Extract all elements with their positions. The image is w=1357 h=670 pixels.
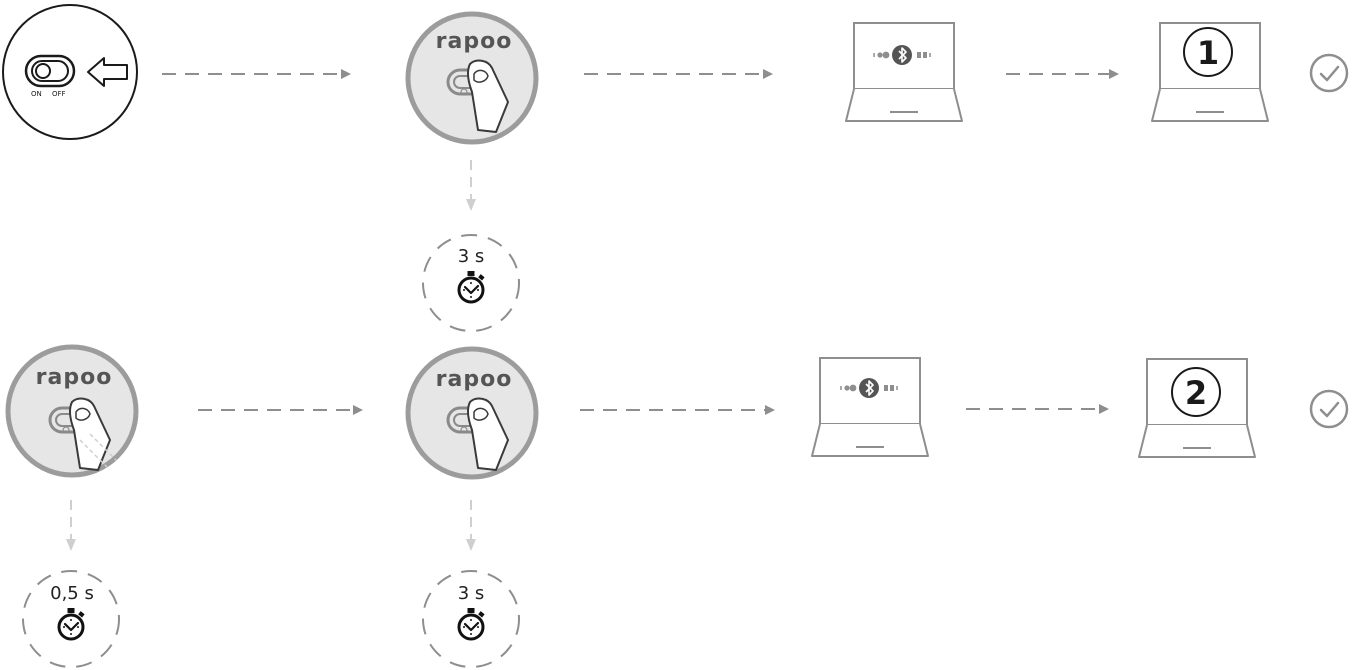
brand-logo: rapoo	[436, 29, 513, 54]
stopwatch-icon	[57, 606, 87, 641]
channel-number: 1	[1197, 34, 1219, 72]
stopwatch-icon	[457, 606, 487, 641]
power-switch-icon: ON OFF	[2, 4, 138, 140]
brand-logo: rapoo	[436, 367, 513, 392]
timer-label: 0,5 s	[50, 583, 94, 604]
channel-number: 2	[1185, 374, 1207, 412]
timer-circle	[22, 570, 120, 668]
timer-label: 3 s	[458, 246, 485, 267]
checkmark-circle-icon	[1309, 53, 1349, 93]
device-press: rapoo	[405, 346, 539, 480]
device-press: rapoo	[405, 11, 539, 145]
channel-badge	[1183, 27, 1233, 77]
arrow-left-icon	[87, 57, 128, 87]
switch-on-label: ON	[31, 90, 42, 98]
channel-badge	[1171, 367, 1221, 417]
stopwatch-icon	[457, 269, 487, 304]
device-long-press: rapoo	[5, 344, 139, 478]
checkmark-circle-icon	[1309, 389, 1349, 429]
switch-off-label: OFF	[52, 90, 66, 98]
laptop-icon	[845, 22, 963, 122]
brand-logo: rapoo	[36, 365, 113, 390]
laptop-icon	[811, 357, 929, 457]
timer-circle	[422, 570, 520, 668]
timer-label: 3 s	[458, 583, 485, 604]
timer-circle	[422, 234, 520, 332]
